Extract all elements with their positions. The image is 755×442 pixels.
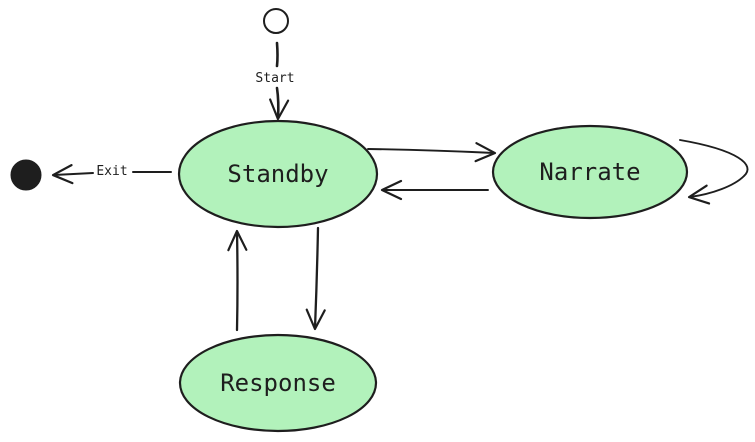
final-state-node bbox=[10, 159, 42, 191]
state-standby-shape bbox=[177, 119, 379, 229]
exit-transition-label: Exit bbox=[96, 164, 127, 179]
state-response-shape bbox=[178, 333, 378, 433]
state-standby-label: Standby bbox=[227, 160, 328, 188]
transition-standby-to-narrate bbox=[367, 142, 497, 163]
state-narrate-shape bbox=[491, 124, 689, 220]
transition-narrate-self-loop bbox=[679, 139, 749, 205]
transition-standby-to-response bbox=[305, 226, 326, 331]
state-response-label: Response bbox=[220, 369, 336, 397]
state-response: Response bbox=[178, 333, 378, 433]
transition-response-to-standby bbox=[227, 229, 248, 332]
state-narrate: Narrate bbox=[491, 124, 689, 220]
exit-transition-arrow bbox=[54, 172, 172, 175]
initial-state-node bbox=[263, 8, 289, 34]
start-transition-label: Start bbox=[255, 71, 294, 86]
start-transition-arrow bbox=[277, 41, 278, 118]
state-narrate-label: Narrate bbox=[539, 158, 640, 186]
state-standby: Standby bbox=[177, 119, 379, 229]
